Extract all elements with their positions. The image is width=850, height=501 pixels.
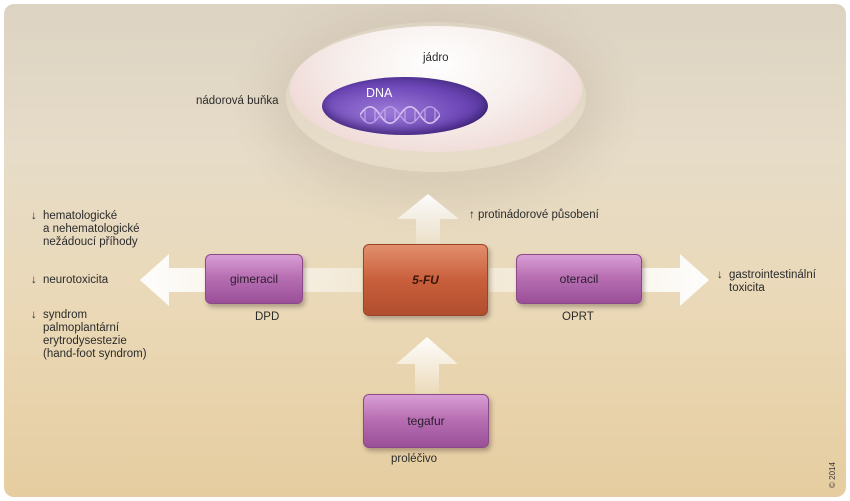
antitumor-effect-text: protinádorové působení (477, 209, 599, 221)
right-effect-gi-toxicity: ↓ gastrointestinální toxicita (717, 269, 842, 299)
5fu-label: 5-FU (412, 273, 439, 287)
left-effect-hand-foot: ↓ syndrom palmoplantární erytrodysestezi… (31, 309, 191, 367)
left-effect-hematologic: ↓ hematologické a nehematologické nežádo… (31, 210, 191, 254)
increase-arrow-icon: ↑ (469, 209, 475, 221)
nucleus-label: jádro (423, 52, 449, 64)
5fu-box: 5-FU (363, 244, 488, 316)
tumor-cell-label: nádorová buňka (196, 95, 279, 107)
dna-helix-icon (360, 105, 440, 125)
arrow-up-from-tegafur (396, 337, 458, 394)
copyright-credit: © 2014 (822, 428, 842, 492)
decrease-arrow-icon: ↓ (31, 274, 37, 286)
antitumor-effect-label: ↑ protinádorové působení (469, 208, 599, 222)
prodrug-label: proléčivo (391, 453, 438, 465)
oteracil-label: oteracil (559, 272, 599, 286)
tegafur-box: tegafur (363, 394, 489, 448)
arrow-up-to-cell (397, 194, 459, 244)
gimeracil-box: gimeracil (205, 254, 303, 304)
left-effect-text: syndrom palmoplantární erytrodysestezie … (43, 309, 147, 360)
right-effect-text: gastrointestinální toxicita (729, 269, 816, 294)
decrease-arrow-icon: ↓ (31, 309, 37, 321)
cell-nucleus (322, 77, 488, 135)
left-effect-text: hematologické a nehematologické nežádouc… (43, 210, 140, 248)
copyright-text: © 2014 (828, 462, 837, 488)
decrease-arrow-icon: ↓ (717, 269, 723, 281)
diagram-background: DNA jádro nádorová buňka ↑ (4, 4, 846, 497)
oteracil-box: oteracil (516, 254, 642, 304)
decrease-arrow-icon: ↓ (31, 210, 37, 222)
gimeracil-label: gimeracil (229, 272, 278, 286)
dpd-label: DPD (255, 311, 280, 323)
left-effect-neurotoxicity: ↓ neurotoxicita (31, 274, 191, 288)
dna-label: DNA (366, 86, 393, 100)
oprt-label: OPRT (562, 311, 594, 323)
tegafur-label: tegafur (407, 414, 445, 428)
left-effect-text: neurotoxicita (43, 274, 109, 286)
